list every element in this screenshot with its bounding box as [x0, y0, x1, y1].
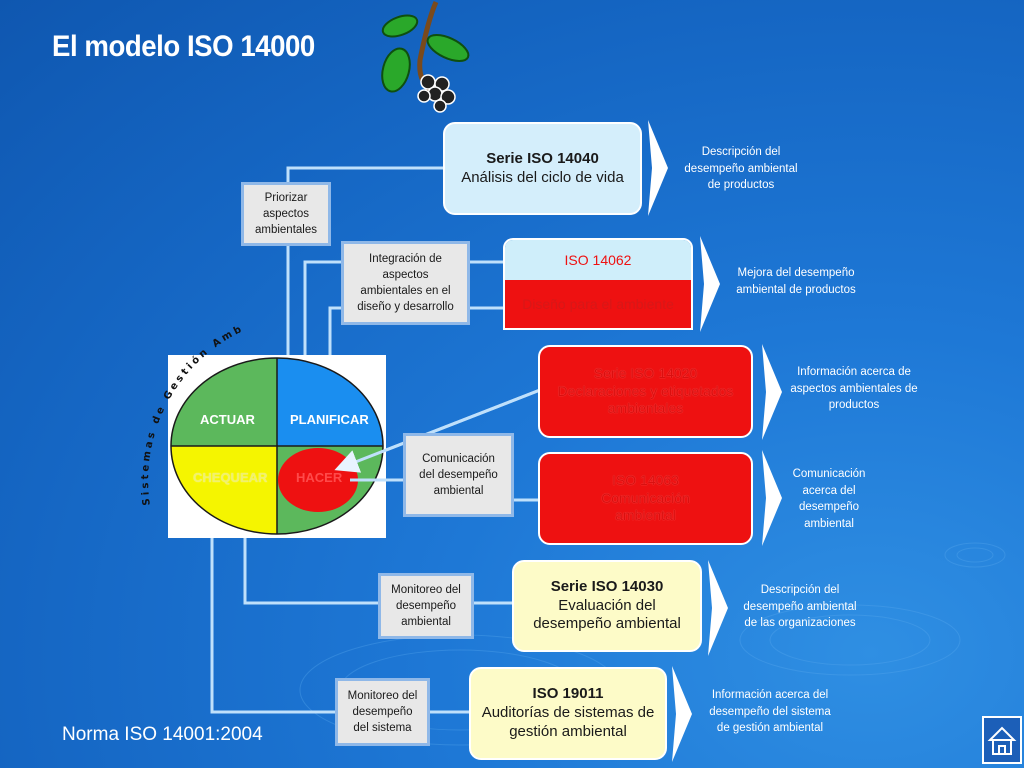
box-iso14062-sub: Diseño para el ambiente: [505, 279, 691, 328]
box-iso19011-sub: Auditorías de sistemas de gestión ambien…: [481, 704, 655, 740]
box-iso14020: Serie ISO 14020 Declaraciones y etiqueta…: [538, 345, 753, 438]
cycle-label-chequear: CHEQUEAR: [193, 470, 268, 485]
box-iso14030-heading: Serie ISO 14030: [550, 577, 664, 595]
box-iso14063-sub: Comunicación ambiental: [601, 489, 690, 524]
footer-norma: Norma ISO 14001:2004: [62, 724, 263, 745]
box-iso14063-heading: ISO 14063: [612, 472, 679, 489]
home-button[interactable]: [982, 716, 1022, 764]
desc-iso14062: Mejora del desempeño ambiental de produc…: [736, 267, 856, 296]
page-title: El modelo ISO 14000: [52, 30, 315, 63]
cycle-label-hacer: HACER: [296, 470, 343, 485]
box-iso19011: ISO 19011 Auditorías de sistemas de gest…: [469, 667, 667, 760]
box-iso14040: Serie ISO 14040 Análisis del ciclo de vi…: [443, 122, 642, 215]
cycle-label-planificar: PLANIFICAR: [290, 412, 369, 427]
box-iso14062-heading: ISO 14062: [505, 240, 691, 280]
box-iso14030: Serie ISO 14030 Evaluación del desempeño…: [512, 560, 702, 652]
box-iso14030-sub: Evaluación del desempeño ambiental: [533, 596, 681, 633]
box-iso19011-heading: ISO 19011: [532, 685, 604, 703]
desc-iso14040: Descripción del desempeño ambiental de p…: [684, 146, 798, 192]
cycle-label-actuar: ACTUAR: [200, 412, 255, 427]
box-iso14020-heading: Serie ISO 14020: [593, 365, 698, 382]
desc-iso14030: Descripción del desempeño ambiental de l…: [743, 584, 857, 630]
label-priorizar: Priorizar aspectos ambientales: [241, 182, 331, 246]
desc-iso19011: Información acerca del desempeño del sis…: [709, 689, 831, 735]
home-icon: [987, 726, 1017, 755]
desc-iso14063: Comunicación acerca del desempeño ambien…: [792, 468, 866, 531]
box-iso14020-sub: Declaraciones y etiquetados ambientales: [557, 382, 734, 417]
box-iso14063: ISO 14063 Comunicación ambiental: [538, 452, 753, 545]
leaf-berries-icon: [381, 0, 470, 113]
box-iso14040-sub: Análisis del ciclo de vida: [461, 168, 624, 186]
label-integracion: Integración de aspectos ambientales en e…: [341, 241, 470, 325]
box-iso14040-heading: Serie ISO 14040: [486, 149, 599, 167]
box-iso14062: ISO 14062 Diseño para el ambiente: [503, 238, 693, 330]
chevrons: [648, 120, 782, 762]
label-comunicacion: Comunicación del desempeño ambiental: [403, 433, 514, 517]
desc-iso14020: Información acerca de aspectos ambiental…: [790, 366, 918, 412]
label-monitoreo-desempeno: Monitoreo del desempeño ambiental: [378, 573, 474, 639]
label-monitoreo-sistema: Monitoreo del desempeño del sistema: [335, 678, 430, 746]
